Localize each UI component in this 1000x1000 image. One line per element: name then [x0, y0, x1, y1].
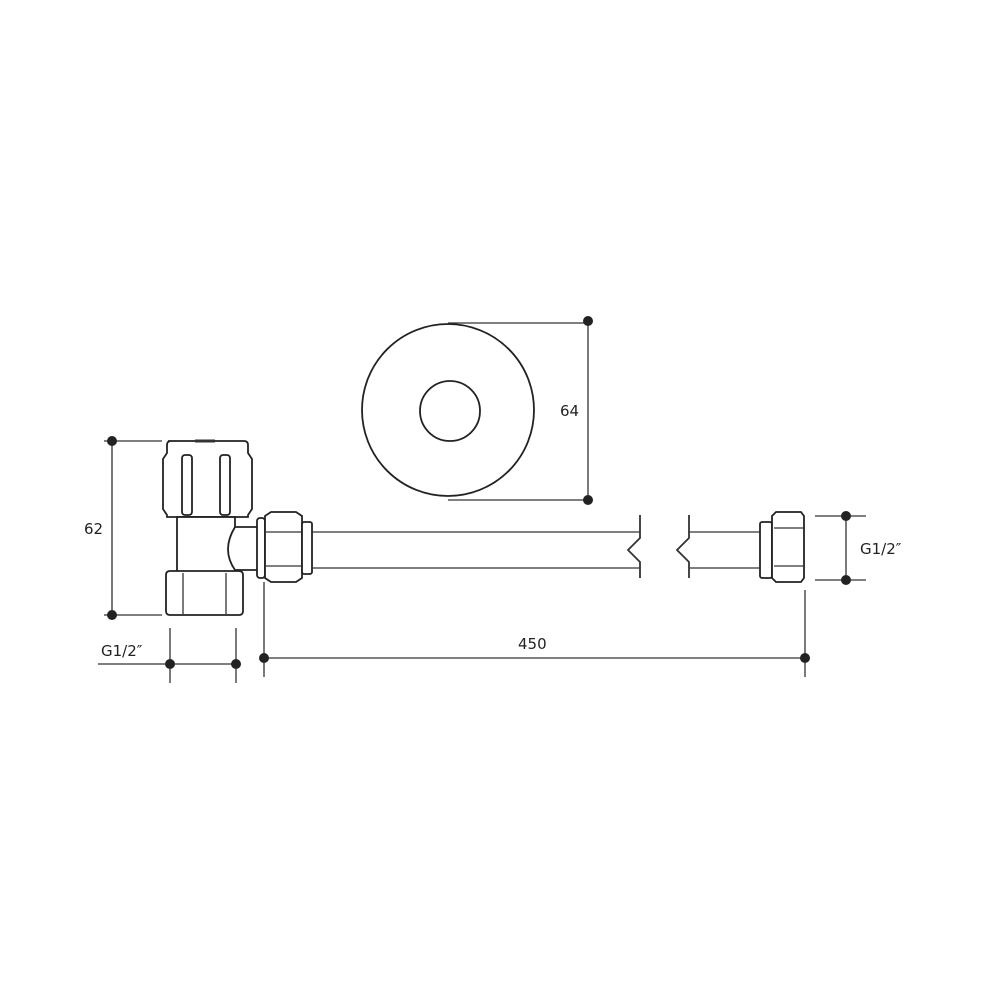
- dim-label-valve-thread: G1/2″: [101, 642, 143, 660]
- dimension-valve-height: 62: [84, 436, 162, 620]
- dim-label-pipe-thread: G1/2″: [860, 540, 902, 558]
- pipe-assembly: [256, 511, 805, 583]
- dim-label-64: 64: [560, 402, 579, 420]
- dimension-pipe-length: 450: [259, 582, 810, 677]
- rosette: [361, 322, 590, 501]
- dim-label-450: 450: [518, 635, 547, 653]
- dimension-rosette-diameter: 64: [560, 316, 593, 505]
- dimension-valve-thread: G1/2″: [98, 628, 241, 683]
- dim-label-62: 62: [84, 520, 103, 538]
- valve: [162, 439, 260, 616]
- dimension-pipe-thread: G1/2″: [815, 511, 902, 585]
